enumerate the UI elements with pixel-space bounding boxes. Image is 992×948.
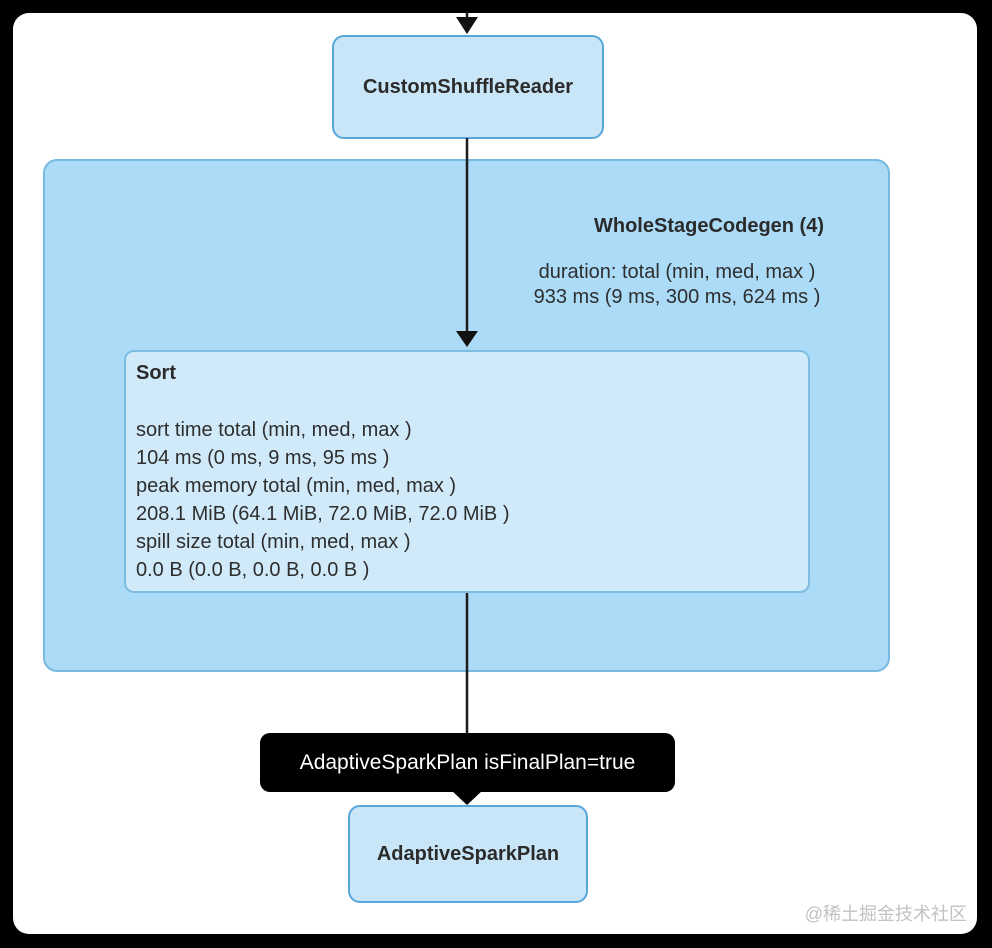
metric-line: spill size total (min, med, max ) <box>136 531 411 553</box>
metric-line: sort time total (min, med, max ) <box>136 419 412 441</box>
node-sort[interactable]: Sort sort time total (min, med, max ) 10… <box>124 350 810 593</box>
watermark: @稀土掘金技术社区 <box>804 904 967 924</box>
metric-line: 104 ms (0 ms, 9 ms, 95 ms ) <box>136 447 390 469</box>
metric-line: 0.0 B (0.0 B, 0.0 B, 0.0 B ) <box>136 559 370 581</box>
tooltip-pointer-icon <box>451 790 483 805</box>
node-title: CustomShuffleReader <box>362 75 574 98</box>
tooltip-text: AdaptiveSparkPlan isFinalPlan=true <box>299 750 636 774</box>
node-custom-shuffle-reader[interactable]: CustomShuffleReader <box>332 35 604 139</box>
metric-line: duration: total (min, med, max ) <box>538 261 816 283</box>
cluster-metrics: duration: total (min, med, max ) 933 ms … <box>534 260 821 310</box>
node-title: AdaptiveSparkPlan <box>376 842 560 865</box>
node-title: Sort <box>136 362 176 384</box>
metric-line: 933 ms (9 ms, 300 ms, 624 ms ) <box>533 286 821 308</box>
cluster-title: WholeStageCodegen (4) <box>593 215 825 237</box>
sort-metrics: sort time total (min, med, max ) 104 ms … <box>136 416 510 584</box>
node-tooltip: AdaptiveSparkPlan isFinalPlan=true <box>260 733 675 792</box>
metric-line: 208.1 MiB (64.1 MiB, 72.0 MiB, 72.0 MiB … <box>136 503 510 525</box>
metric-line: peak memory total (min, med, max ) <box>136 475 457 497</box>
node-adaptive-spark-plan[interactable]: AdaptiveSparkPlan <box>348 805 588 903</box>
